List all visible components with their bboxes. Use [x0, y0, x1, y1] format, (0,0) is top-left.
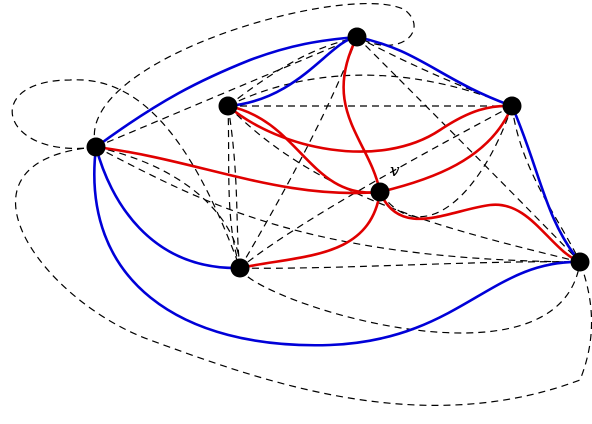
vertex-right	[570, 252, 590, 272]
dashed-edges	[11, 3, 592, 406]
blue-edge	[510, 104, 582, 264]
blue-edge	[93, 145, 582, 347]
red-edge	[342, 35, 382, 194]
red-edge	[378, 104, 514, 194]
dashed-edge	[239, 261, 581, 269]
dashed-edge	[239, 261, 581, 334]
dashed-edge	[95, 146, 581, 263]
vertex-top	[347, 27, 367, 47]
dashed-edge	[379, 105, 513, 218]
vertex-left	[86, 137, 106, 157]
blue-edge	[94, 35, 359, 149]
dashed-edge	[227, 105, 241, 269]
dashed-edge	[356, 36, 513, 107]
red-edge	[378, 190, 582, 264]
dashed-edge	[11, 79, 241, 269]
red-edge	[226, 104, 382, 194]
dashed-edge	[227, 74, 513, 107]
red-edge	[238, 190, 382, 270]
dashed-edge	[356, 36, 581, 263]
blue-edge	[226, 35, 359, 108]
dashed-edge	[95, 36, 358, 148]
vertices	[86, 27, 590, 278]
vertex-upper-right	[502, 96, 522, 116]
blue-edges	[93, 35, 582, 347]
red-edge	[94, 145, 382, 195]
red-edge	[226, 104, 514, 153]
vertex-inner-left	[218, 96, 238, 116]
blue-edge	[355, 35, 514, 108]
dashed-edge	[14, 146, 592, 406]
red-edges	[94, 35, 582, 270]
blue-edge	[94, 145, 242, 270]
vertex-v-label: v	[390, 161, 400, 181]
dashed-edge	[93, 3, 415, 148]
vertex-bottom	[230, 258, 250, 278]
vertex-v	[370, 182, 390, 202]
dashed-edge	[227, 105, 241, 269]
dashed-edge	[239, 105, 513, 269]
